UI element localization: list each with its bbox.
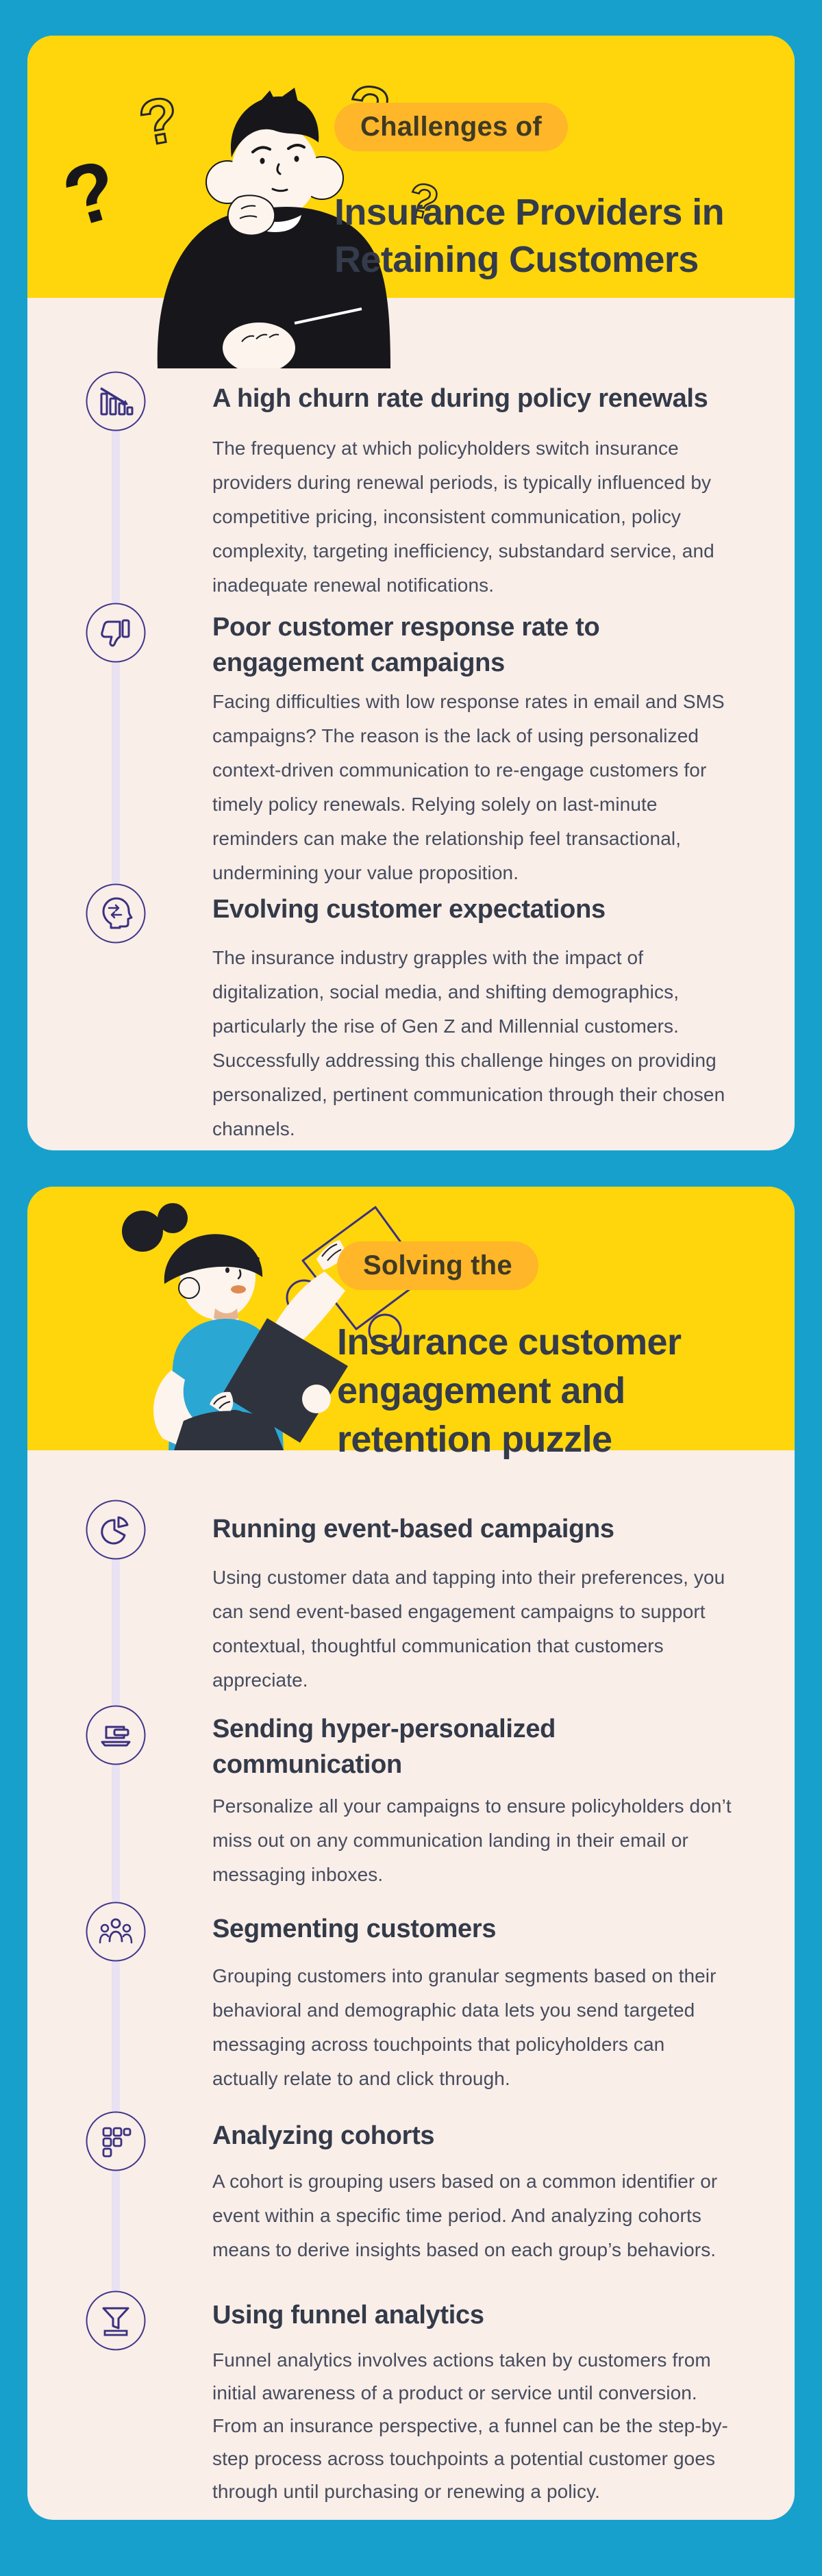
- title-line: Evolving customer expectations: [212, 895, 606, 924]
- challenge-item-title: Evolving customer expectations: [212, 892, 760, 927]
- challenge-item-body: Facing difficulties with low response ra…: [212, 691, 725, 883]
- thumbs-down-icon: [86, 603, 146, 663]
- title-line: Analyzing cohorts: [212, 2121, 435, 2150]
- solution-item-title: Analyzing cohorts: [212, 2118, 760, 2154]
- pie-chart-icon: [86, 1500, 146, 1560]
- thinking-man-illustration: ? ? ? ?: [55, 70, 444, 368]
- solution-item-body: Personalize all your campaigns to ensure…: [212, 1795, 732, 1885]
- title-line: Poor customer response rate to: [212, 613, 600, 642]
- churn-decline-chart-icon: [86, 371, 146, 431]
- solutions-header: [27, 1187, 795, 1450]
- challenges-badge: Challenges of: [334, 103, 568, 151]
- solution-item-title: Segmenting customers: [212, 1911, 760, 1947]
- solution-item-body: Grouping customers into granular segment…: [212, 1965, 717, 2089]
- solution-item-body: A cohort is grouping users based on a co…: [212, 2171, 718, 2260]
- laptop-message-icon: [86, 1705, 146, 1765]
- solution-item-body: Using customer data and tapping into the…: [212, 1567, 725, 1691]
- solution-item-title: Using funnel analytics: [212, 2297, 760, 2333]
- challenges-header: [27, 36, 795, 298]
- solutions-title: Insurance customer engagement and retent…: [337, 1318, 682, 1464]
- title-line: Segmenting customers: [212, 1915, 497, 1943]
- challenge-item-body: The frequency at which policyholders swi…: [212, 438, 714, 596]
- segmented-people-icon: [86, 1902, 146, 1962]
- solutions-title-line3: retention puzzle: [337, 1419, 612, 1461]
- challenges-card: ? ? ? ? Challenges of: [27, 36, 795, 1150]
- challenges-title: Insurance Providers in Retaining Custome…: [334, 189, 725, 283]
- challenges-title-line2: Retaining Customers: [334, 239, 699, 281]
- solution-item-body: Funnel analytics involves actions taken …: [212, 2349, 728, 2502]
- puzzle-woman: [122, 1203, 348, 1450]
- solving-badge: Solving the: [337, 1241, 538, 1290]
- solutions-title-line2: engagement and: [337, 1370, 625, 1412]
- challenge-item-title: A high churn rate during policy renewals: [212, 381, 760, 416]
- solutions-title-line1: Insurance customer: [337, 1322, 682, 1363]
- puzzle-woman-illustration: [122, 1203, 427, 1450]
- title-line: Sending hyper-personalized: [212, 1715, 556, 1743]
- challenge-item-body: The insurance industry grapples with the…: [212, 947, 725, 1139]
- title-line: communication: [212, 1750, 402, 1779]
- cohort-grid-icon: [86, 2111, 146, 2171]
- svg-text:?: ?: [134, 84, 184, 159]
- evolving-mind-icon: [86, 883, 146, 944]
- solution-item-title: Running event-based campaigns: [212, 1511, 760, 1547]
- funnel-icon: [86, 2290, 146, 2351]
- thinking-man: [157, 88, 391, 368]
- title-line: engagement campaigns: [212, 648, 505, 677]
- solution-item-title: Sending hyper-personalized communication: [212, 1711, 760, 1782]
- svg-text:?: ?: [55, 142, 128, 245]
- challenges-title-line1: Insurance Providers in: [334, 192, 725, 233]
- title-line: Using funnel analytics: [212, 2301, 484, 2329]
- challenge-item-title: Poor customer response rate to engagemen…: [212, 609, 760, 681]
- title-line: Running event-based campaigns: [212, 1515, 614, 1543]
- title-line: A high churn rate during policy renewals: [212, 384, 708, 413]
- solutions-card: Solving the Insurance customer engagemen…: [27, 1187, 795, 2520]
